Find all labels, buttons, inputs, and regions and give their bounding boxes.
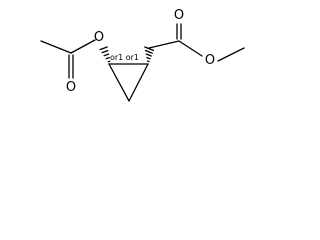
- atom-acetyl-carbonyl-oxygen: O: [66, 80, 76, 95]
- stereo-label-c1: or1: [110, 53, 123, 62]
- bond-ester-carbon-o: [178, 40, 203, 57]
- atom-ester-carbonyl-oxygen: O: [174, 8, 184, 23]
- stereo-label-c2: or1: [126, 53, 139, 62]
- bond-c2-ester-carbon: [148, 40, 180, 49]
- hashed-wedge-bond-c1-o: [99, 46, 111, 63]
- ring-bond-c1-c3: [108, 63, 130, 102]
- bond-acetyl-carbon-methyl: [40, 40, 72, 54]
- atom-ester-alkoxy-oxygen: O: [205, 53, 215, 68]
- bond-o-methyl: [217, 47, 245, 62]
- hashed-wedge-bond-c2-c: [144, 46, 155, 63]
- atom-acetoxy-oxygen: O: [94, 30, 104, 45]
- chemical-structure: O O O O or1 or1: [40, 8, 245, 102]
- bond-o-acetyl-carbon: [70, 39, 96, 54]
- ring-bond-c2-c3: [128, 63, 149, 102]
